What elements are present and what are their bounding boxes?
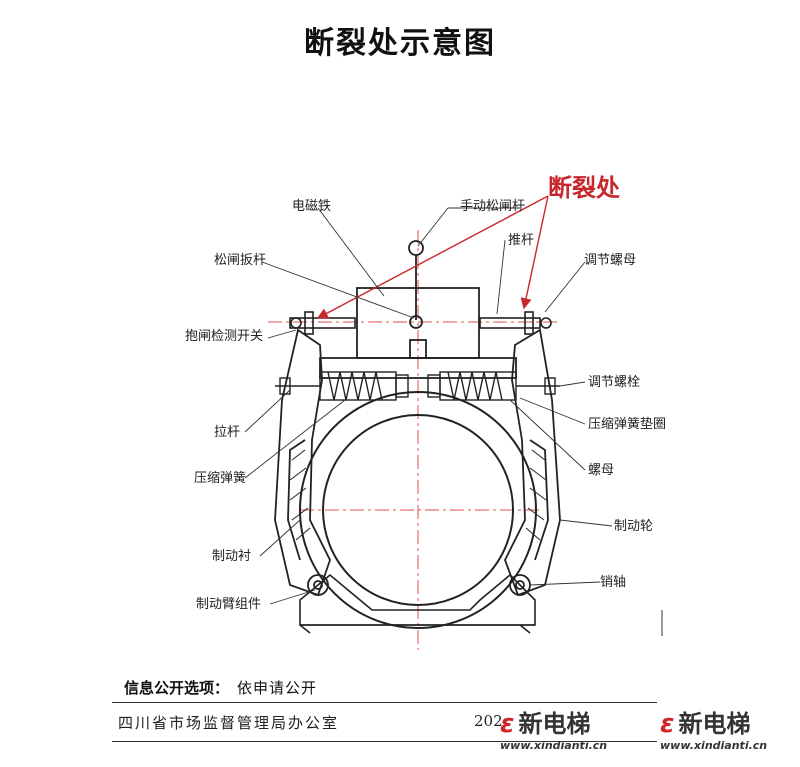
watermark-brand: 新电梯 — [678, 710, 751, 738]
fracture-arrows — [316, 195, 549, 319]
xdt-logo-icon: ε — [660, 709, 675, 739]
divider-bottom — [112, 741, 657, 742]
office-name: 四川省市场监督管理局办公室 — [118, 714, 340, 732]
date-partial: 202 — [474, 712, 503, 730]
label-release-wrench: 松闸扳杆 — [214, 252, 266, 268]
center-lines — [268, 230, 560, 650]
watermark-brand: 新电梯 — [518, 710, 591, 738]
brake-lining-hatch — [289, 449, 547, 541]
label-pull-rod: 拉杆 — [214, 425, 240, 440]
brake-arm-left — [274, 328, 331, 597]
watermark-url: www.xindianti.cn — [660, 739, 768, 752]
top-rod — [289, 311, 552, 335]
label-electromagnet: 电磁铁 — [292, 199, 331, 214]
label-spring-washer: 压缩弹簧垫圈 — [588, 416, 666, 432]
base — [299, 573, 536, 634]
divider-top — [112, 702, 657, 703]
label-adjust-bolt: 调节螺栓 — [588, 375, 640, 390]
label-brake-arm-assembly: 制动臂组件 — [196, 597, 261, 612]
xdt-logo-icon: ε — [500, 709, 515, 739]
label-brake-switch: 抱闸检测开关 — [185, 328, 263, 344]
label-manual-release-lever: 手动松闸杆 — [460, 199, 525, 214]
watermark-url: www.xindianti.cn — [500, 739, 608, 752]
label-push-rod: 推杆 — [508, 233, 534, 248]
label-brake-lining: 制动衬 — [212, 549, 251, 564]
label-nut: 螺母 — [588, 463, 614, 478]
label-brake-wheel: 制动轮 — [614, 519, 653, 534]
manual-release-lever — [408, 240, 424, 329]
label-pin-shaft: 销轴 — [600, 575, 626, 590]
brake-wheel — [299, 391, 537, 629]
leader-lines — [244, 207, 613, 605]
info-label: 信息公开选项： — [124, 679, 230, 697]
label-adjust-nut: 调节螺母 — [584, 253, 636, 268]
compression-springs — [275, 371, 560, 401]
info-option: 信息公开选项： 依申请公开 — [124, 677, 317, 698]
info-value: 依申请公开 — [237, 679, 318, 697]
page-title: 断裂处示意图 — [304, 26, 496, 61]
label-compression-spring: 压缩弹簧 — [194, 470, 246, 486]
fracture-label: 断裂处 — [548, 174, 620, 202]
brake-arm-right — [504, 328, 561, 597]
electromagnet — [319, 287, 517, 379]
